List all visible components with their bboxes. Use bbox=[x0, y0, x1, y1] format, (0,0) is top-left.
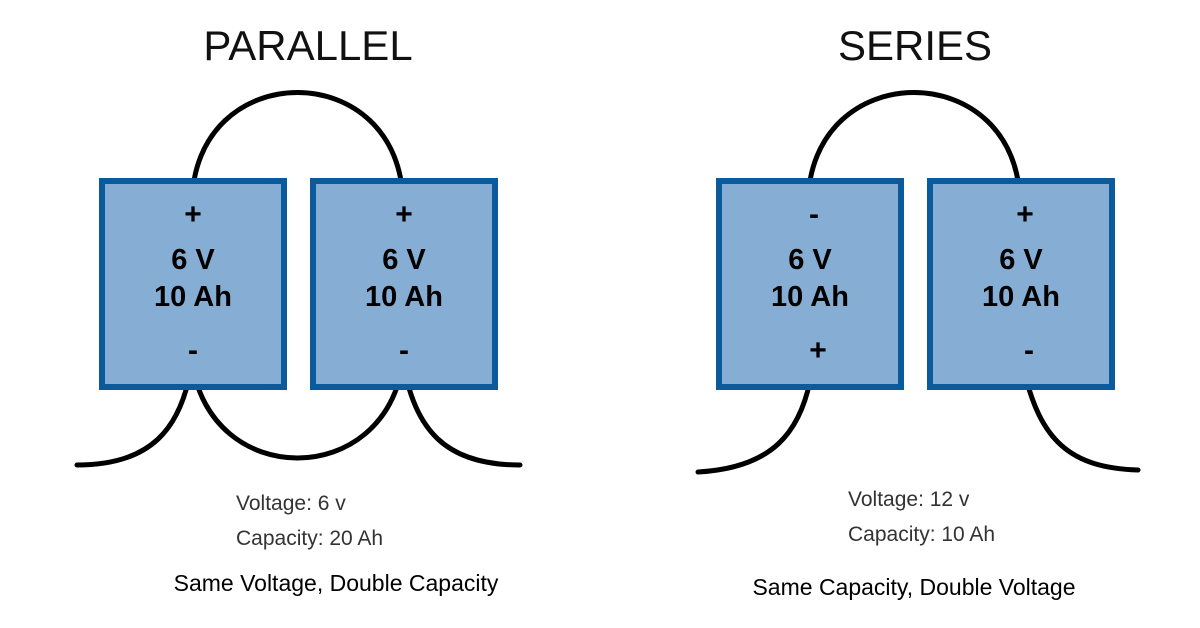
battery-capacity: 10 Ah bbox=[771, 281, 849, 313]
battery-spec: 6 V 10 Ah bbox=[316, 242, 492, 316]
parallel-result: Voltage: 6 v Capacity: 20 Ah bbox=[236, 486, 383, 556]
series-battery-1: - 6 V 10 Ah + bbox=[716, 178, 904, 390]
battery-voltage: 6 V bbox=[999, 244, 1043, 276]
positive-terminal-label: + bbox=[395, 198, 413, 231]
battery-spec: 6 V 10 Ah bbox=[722, 242, 898, 316]
parallel-summary: Same Voltage, Double Capacity bbox=[173, 570, 499, 596]
series-result: Voltage: 12 v Capacity: 10 Ah bbox=[848, 482, 995, 552]
parallel-battery-2: + 6 V 10 Ah - bbox=[310, 178, 498, 390]
parallel-negative-jumper-wire bbox=[189, 359, 406, 461]
positive-terminal-label: + bbox=[184, 198, 202, 231]
series-result-voltage: Voltage: 12 v bbox=[848, 488, 970, 511]
battery-capacity: 10 Ah bbox=[365, 281, 443, 313]
parallel-result-capacity: Capacity: 20 Ah bbox=[236, 527, 384, 550]
battery-capacity: 10 Ah bbox=[982, 281, 1060, 313]
series-left-output-wire bbox=[695, 367, 815, 475]
parallel-battery-1: + 6 V 10 Ah - bbox=[99, 178, 287, 390]
series-summary: Same Capacity, Double Voltage bbox=[752, 574, 1076, 600]
battery-spec: 6 V 10 Ah bbox=[933, 242, 1109, 316]
parallel-result-voltage: Voltage: 6 v bbox=[236, 492, 346, 515]
parallel-title: PARALLEL bbox=[203, 22, 413, 69]
negative-terminal-label: - bbox=[188, 334, 198, 367]
negative-terminal-label: - bbox=[399, 334, 409, 367]
negative-terminal-label: - bbox=[1024, 334, 1034, 367]
negative-terminal-label: - bbox=[809, 198, 819, 231]
series-title: SERIES bbox=[837, 22, 993, 69]
series-jumper-wire bbox=[805, 90, 1023, 208]
positive-terminal-label: + bbox=[809, 334, 827, 367]
series-result-capacity: Capacity: 10 Ah bbox=[848, 523, 996, 546]
series-right-output-wire bbox=[1021, 367, 1141, 473]
battery-spec: 6 V 10 Ah bbox=[105, 242, 281, 316]
series-battery-2: + 6 V 10 Ah - bbox=[927, 178, 1115, 390]
positive-terminal-label: + bbox=[1016, 198, 1034, 231]
parallel-positive-jumper-wire bbox=[189, 90, 406, 208]
battery-voltage: 6 V bbox=[382, 244, 426, 276]
battery-capacity: 10 Ah bbox=[154, 281, 232, 313]
battery-voltage: 6 V bbox=[788, 244, 832, 276]
battery-voltage: 6 V bbox=[171, 244, 215, 276]
